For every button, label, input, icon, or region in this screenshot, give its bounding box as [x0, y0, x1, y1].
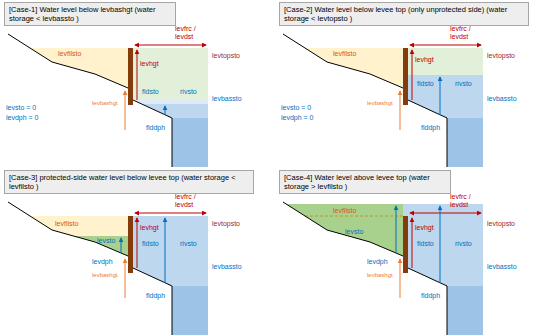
case-4-section: [283, 202, 483, 335]
quantity-label: levhgt: [140, 60, 159, 68]
case-header-box: [Case-3] protected-side water level belo…: [4, 170, 254, 194]
quantity-label: flddph: [421, 124, 440, 132]
quantity-label: rivsto: [180, 240, 197, 248]
quantity-label: levbashgt: [92, 100, 118, 107]
quantity-label: levtopsto: [212, 220, 240, 228]
quantity-label: fldsto: [417, 240, 434, 248]
case-header-text: [Case-1] Water level below levbashgt (wa…: [9, 5, 171, 23]
case-header-text: [Case-2] Water level below levee top (on…: [284, 5, 524, 23]
case-1-section: [8, 34, 208, 167]
quantity-label: flddph: [421, 292, 440, 300]
quantity-label: flddph: [146, 292, 165, 300]
quantity-label: levbashgt: [367, 272, 393, 279]
quantity-label: levbassto: [212, 263, 242, 271]
quantity-label: levfrc / levdst: [450, 193, 480, 208]
quantity-label: levdph = 0: [281, 114, 314, 122]
quantity-label: levtopsto: [487, 220, 515, 228]
quantity-label: levbashgt: [367, 100, 393, 107]
quantity-label: levbashgt: [92, 272, 118, 279]
quantity-label: fldsto: [142, 88, 159, 96]
quantity-label: levfrc / levdst: [450, 25, 480, 40]
quantity-label: levbassto: [212, 95, 242, 103]
quantity-label: levsto: [345, 228, 363, 236]
quantity-label: rivsto: [455, 80, 472, 88]
quantity-label: rivsto: [180, 88, 197, 96]
quantity-label: levfilsto: [55, 220, 78, 228]
quantity-label: flddph: [146, 124, 165, 132]
quantity-label: levbassto: [487, 95, 517, 103]
case-header-box: [Case-4] Water level above levee top (wa…: [279, 170, 451, 194]
quantity-label: levfilsto: [333, 50, 356, 58]
case-header-text: [Case-3] protected-side water level belo…: [9, 173, 249, 191]
case-header-text: [Case-4] Water level above levee top (wa…: [284, 173, 446, 191]
quantity-label: levfrc / levdst: [175, 193, 205, 208]
quantity-label: levsto = 0: [6, 104, 36, 112]
quantity-label: levfrc / levdst: [175, 25, 205, 40]
quantity-label: fldsto: [417, 80, 434, 88]
case-header-box: [Case-2] Water level below levee top (on…: [279, 2, 529, 26]
case-header-box: [Case-1] Water level below levbashgt (wa…: [4, 2, 176, 26]
quantity-label: levsto = 0: [281, 104, 311, 112]
quantity-label: levhgt: [140, 224, 159, 232]
quantity-label: rivsto: [455, 240, 472, 248]
quantity-label: levfilsto: [333, 207, 356, 215]
case-3-section: [8, 202, 208, 335]
quantity-label: levsto: [97, 237, 115, 245]
quantity-label: levtopsto: [487, 52, 515, 60]
quantity-label: levhgt: [415, 224, 434, 232]
quantity-label: levbassto: [487, 263, 517, 271]
quantity-label: levfilsto: [58, 50, 81, 58]
quantity-label: levdph: [367, 258, 388, 266]
case-2-section: [283, 34, 483, 167]
quantity-label: levtopsto: [212, 52, 240, 60]
quantity-label: levhgt: [415, 56, 434, 64]
quantity-label: levdph = 0: [6, 114, 39, 122]
quantity-label: levdph: [92, 258, 113, 266]
quantity-label: fldsto: [142, 240, 159, 248]
